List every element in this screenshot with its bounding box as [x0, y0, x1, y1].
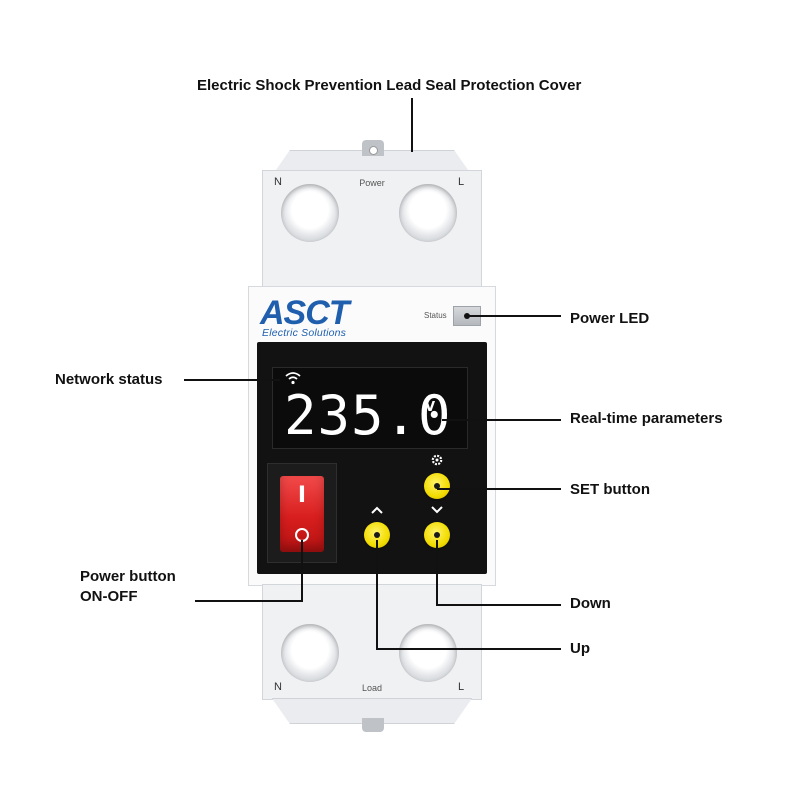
seal-hole	[369, 146, 378, 155]
leader-down-h	[436, 604, 561, 606]
wifi-icon	[285, 372, 301, 385]
leader-network-status	[184, 379, 280, 381]
callout-power-led: Power LED	[570, 310, 650, 327]
terminal-label-l-top: L	[458, 176, 465, 188]
leader-up-h	[376, 648, 561, 650]
terminal-label-n-top: N	[274, 176, 282, 188]
terminal-label-l-bottom: L	[458, 681, 465, 693]
callout-power-button-line2: ON-OFF	[80, 588, 138, 605]
set-button-center	[434, 483, 440, 489]
callout-set-button: SET button	[570, 481, 650, 498]
lcd-display	[272, 367, 468, 449]
leader-set-button	[437, 488, 561, 490]
leader-down-v	[436, 540, 438, 606]
terminal-label-n-bottom: N	[274, 681, 282, 693]
chevron-down-icon	[431, 506, 443, 514]
rocker-on-symbol: I	[297, 483, 307, 508]
section-label-power: Power	[359, 178, 385, 188]
terminal-screw-n-bottom	[281, 624, 339, 682]
chevron-up-icon	[371, 506, 383, 514]
callout-cover: Electric Shock Prevention Lead Seal Prot…	[197, 77, 582, 94]
brand-logo: ASCT	[260, 294, 350, 332]
brand-tagline: Electric Solutions	[262, 327, 347, 339]
leader-realtime	[442, 419, 561, 421]
leader-power-led	[467, 315, 561, 317]
leader-power-button-h	[195, 600, 303, 602]
up-button-center	[374, 532, 380, 538]
callout-down: Down	[570, 595, 611, 612]
leader-cover	[411, 98, 413, 152]
section-label-load: Load	[361, 683, 383, 693]
terminal-screw-l-top	[399, 184, 457, 242]
display-reading: 235.0	[284, 384, 452, 447]
down-button-center	[434, 532, 440, 538]
callout-up: Up	[570, 640, 590, 657]
callout-network-status: Network status	[55, 371, 163, 388]
gear-icon	[431, 454, 443, 466]
status-label: Status	[424, 311, 447, 320]
bottom-seal-tab	[362, 718, 384, 732]
terminal-screw-l-bottom	[399, 624, 457, 682]
set-button[interactable]	[424, 473, 450, 499]
callout-realtime: Real-time parameters	[570, 410, 723, 427]
terminal-screw-n-top	[281, 184, 339, 242]
callout-power-button-line1: Power button	[80, 568, 176, 585]
leader-up-v	[376, 540, 378, 650]
display-unit: V	[425, 400, 436, 415]
leader-power-button-v	[301, 540, 303, 602]
